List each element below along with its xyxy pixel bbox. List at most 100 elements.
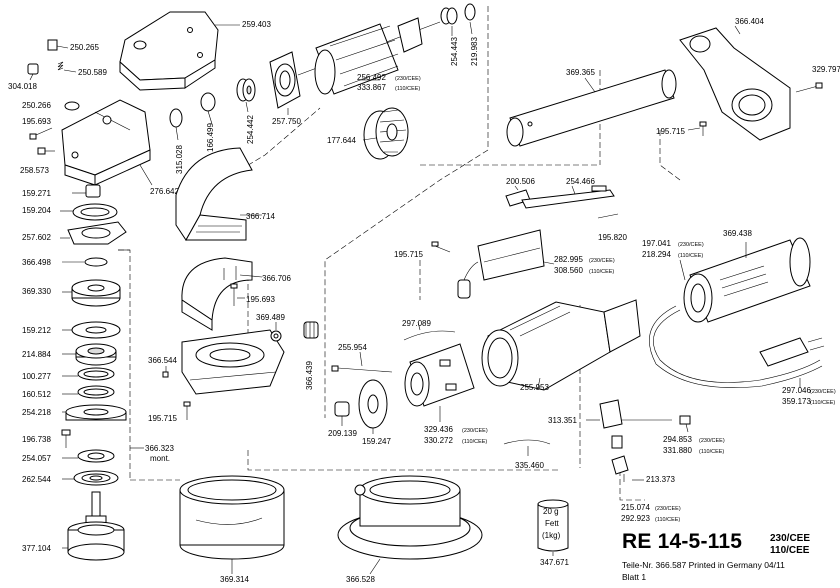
bearing-plate-257750 <box>269 51 301 115</box>
label-159204: 159.204 <box>22 206 51 215</box>
label-333867-variant: (110/CEE) <box>395 86 420 92</box>
label-292923-variant: (110/CEE) <box>655 517 680 523</box>
label-369365: 369.365 <box>566 68 595 77</box>
label-359173-variant: (110/CEE) <box>810 400 835 406</box>
label-377104: 377.104 <box>22 544 51 553</box>
stator-329436 <box>404 343 475 422</box>
tube-369365 <box>506 69 677 147</box>
label-366323: 366.323 <box>145 444 174 453</box>
label-366498: 366.498 <box>22 258 51 267</box>
clamp-213373 <box>611 455 644 482</box>
label-200506: 200.506 <box>506 177 535 186</box>
label-257602: 257.602 <box>22 233 51 242</box>
label-331880: 331.880 <box>663 446 692 455</box>
label-195715a: 195.715 <box>148 414 177 423</box>
switch-313351 <box>586 399 672 449</box>
label-197041-variant: (230/CEE) <box>678 242 704 248</box>
label-359173: 359.173 <box>782 397 811 406</box>
label-177644: 177.644 <box>327 136 356 145</box>
label-366714: 366.714 <box>246 212 275 221</box>
housing-366544 <box>162 329 285 395</box>
label-329436-variant: (230/CEE) <box>462 428 488 434</box>
label-331880-variant: (110/CEE) <box>699 449 724 455</box>
label-366439: 366.439 <box>305 361 314 390</box>
gear-cover-part <box>119 11 240 91</box>
label-329797: 329.797 <box>812 65 840 74</box>
label-297046-variant: (230/CEE) <box>810 389 836 395</box>
label-347671: 347.671 <box>540 558 569 567</box>
screw-196738 <box>61 429 71 448</box>
needle-bearing-159271 <box>72 184 101 198</box>
gear-369330 <box>62 279 121 307</box>
label-250265: 250.265 <box>70 43 99 52</box>
label-255954: 255.954 <box>338 343 367 352</box>
label-254057: 254.057 <box>22 454 51 463</box>
screw-195693 <box>29 127 53 140</box>
grease-name: Fett <box>545 519 560 528</box>
bearing-214884 <box>62 343 117 366</box>
label-159247: 159.247 <box>362 437 391 446</box>
screw-195693b <box>230 283 245 306</box>
label-259403: 259.403 <box>242 20 271 29</box>
ring-219983 <box>464 3 476 35</box>
label-100277: 100.277 <box>22 372 51 381</box>
grease-tin-347671 <box>537 499 569 556</box>
label-330272-variant: (110/CEE) <box>462 439 487 445</box>
nut-369489 <box>270 322 282 342</box>
pin-195820 <box>597 213 619 219</box>
gear-head-366706 <box>181 257 263 331</box>
label-262544: 262.544 <box>22 475 51 484</box>
label-257750: 257.750 <box>272 117 301 126</box>
leader-197041 <box>679 259 686 281</box>
oring-315028 <box>169 108 183 141</box>
label-195715c: 195.715 <box>394 250 423 259</box>
label-282995-variant: (230/CEE) <box>589 258 615 264</box>
label-197041: 197.041 <box>642 239 671 248</box>
label-196738: 196.738 <box>22 435 51 444</box>
ring-262544 <box>62 470 119 486</box>
label-369438: 369.438 <box>723 229 752 238</box>
electronics-282995 <box>457 229 555 299</box>
label-250266: 250.266 <box>22 101 51 110</box>
grease-weight: (1kg) <box>542 531 561 540</box>
variant-230: 230/CEE <box>770 533 811 544</box>
gear-housing-276642 <box>61 99 153 186</box>
spindle-377104 <box>62 491 125 561</box>
label-160512: 160.512 <box>22 390 51 399</box>
label-366544: 366.544 <box>148 356 177 365</box>
sheet-number: Blatt 1 <box>622 572 647 582</box>
label-255953: 255.953 <box>520 383 549 392</box>
label-369314: 369.314 <box>220 575 249 584</box>
label-315028: 315.028 <box>175 145 184 174</box>
label-159212: 159.212 <box>22 326 51 335</box>
seal-159204 <box>60 203 118 221</box>
label-215074: 215.074 <box>621 503 650 512</box>
flange-257602 <box>60 221 127 245</box>
label-366323-mont: mont. <box>150 454 170 463</box>
motor-housing-369438 <box>683 237 811 323</box>
label-218294: 218.294 <box>642 250 671 259</box>
label-166499: 166.499 <box>206 123 215 152</box>
bearing-254442 <box>236 78 256 113</box>
screw-255954 <box>331 351 393 373</box>
label-250589: 250.589 <box>78 68 107 77</box>
bearing-flange-254218 <box>62 404 127 421</box>
screw-195715b <box>687 121 707 136</box>
label-297046: 297.046 <box>782 386 811 395</box>
label-330272: 330.272 <box>424 436 453 445</box>
label-254218: 254.218 <box>22 408 51 417</box>
screw-250265 <box>47 39 69 51</box>
label-366706: 366.706 <box>262 274 291 283</box>
title-block: RE 14-5-115 230/CEE 110/CEE Teile-Nr. 36… <box>622 530 832 586</box>
ring-160512 <box>62 385 115 399</box>
label-215074-variant: (230/CEE) <box>655 506 681 512</box>
label-219983: 219.983 <box>470 37 479 66</box>
label-213373: 213.373 <box>646 475 675 484</box>
pad-366528 <box>337 475 483 575</box>
motor-housing-255953 <box>481 299 641 391</box>
label-195820: 195.820 <box>598 233 627 242</box>
label-256492-variant: (230/CEE) <box>395 76 421 82</box>
handle-366404 <box>679 25 791 141</box>
label-258573: 258.573 <box>20 166 49 175</box>
